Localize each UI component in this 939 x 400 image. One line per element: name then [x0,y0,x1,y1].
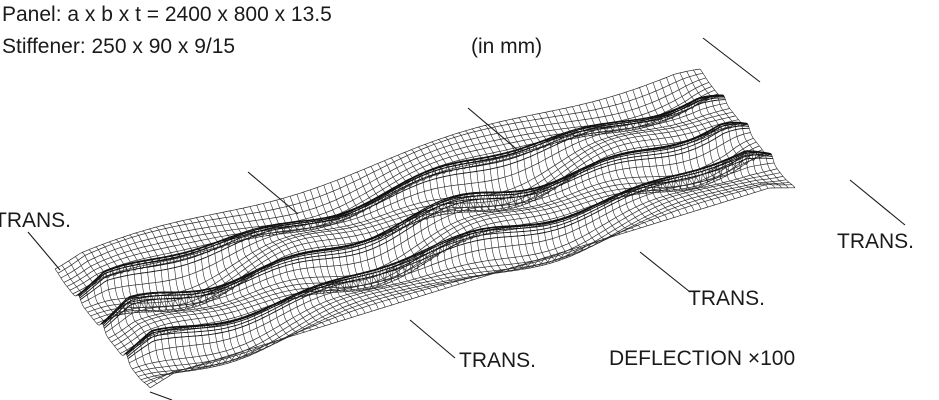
trans-label-left: TRANS. [0,209,72,232]
stiffener-ridge-line [103,127,750,329]
mesh-grid-lines [54,68,796,389]
stiffener-ridge-line [78,94,724,296]
stiffener-ridge-line [80,99,726,300]
leader-left [27,231,61,271]
stiffener-ridge-line [126,151,772,356]
leader-middle [639,251,691,293]
stiffener-dimensions-text: Stiffener: 250 x 90 x 9/15 [2,35,236,58]
transverse-frame-leaders [27,37,906,400]
leader-far-1 [247,171,299,215]
leader-far-3 [702,37,761,83]
leader-near [149,391,173,400]
stiffener-ridge-line [79,97,725,299]
stiffener-ridge-line [127,154,773,357]
stiffener-ridge-line [127,157,774,359]
stiffener-ridge-line [103,125,749,327]
stiffener-ridge-line [102,123,749,326]
deflection-scale-label: DEFLECTION ×100 [609,347,796,370]
mesh-line-longitudinal [123,154,769,356]
panel-dimensions-text: Panel: a x b x t = 2400 x 800 x 13.5 [2,3,332,26]
trans-label-right: TRANS. [837,230,915,253]
mesh-line-longitudinal [66,86,713,287]
leader-right [849,179,906,226]
stiffener-ridges [76,94,774,359]
stiffener-ridge-line [79,95,725,297]
stiffener-ridge-line [102,122,748,325]
leader-bottom [409,319,456,359]
unit-note: (in mm) [471,35,543,58]
mesh-line-transverse [75,256,171,376]
stiffener-ridge-line [125,150,772,355]
trans-label-bottom: TRANS. [459,349,537,372]
mesh-line-transverse [68,260,164,380]
mesh-line-longitudinal [63,82,710,283]
stiffener-ridge-line [124,153,770,355]
mesh-line-longitudinal [135,172,781,374]
trans-label-middle: TRANS. [688,287,766,310]
leader-far-2 [467,107,521,153]
